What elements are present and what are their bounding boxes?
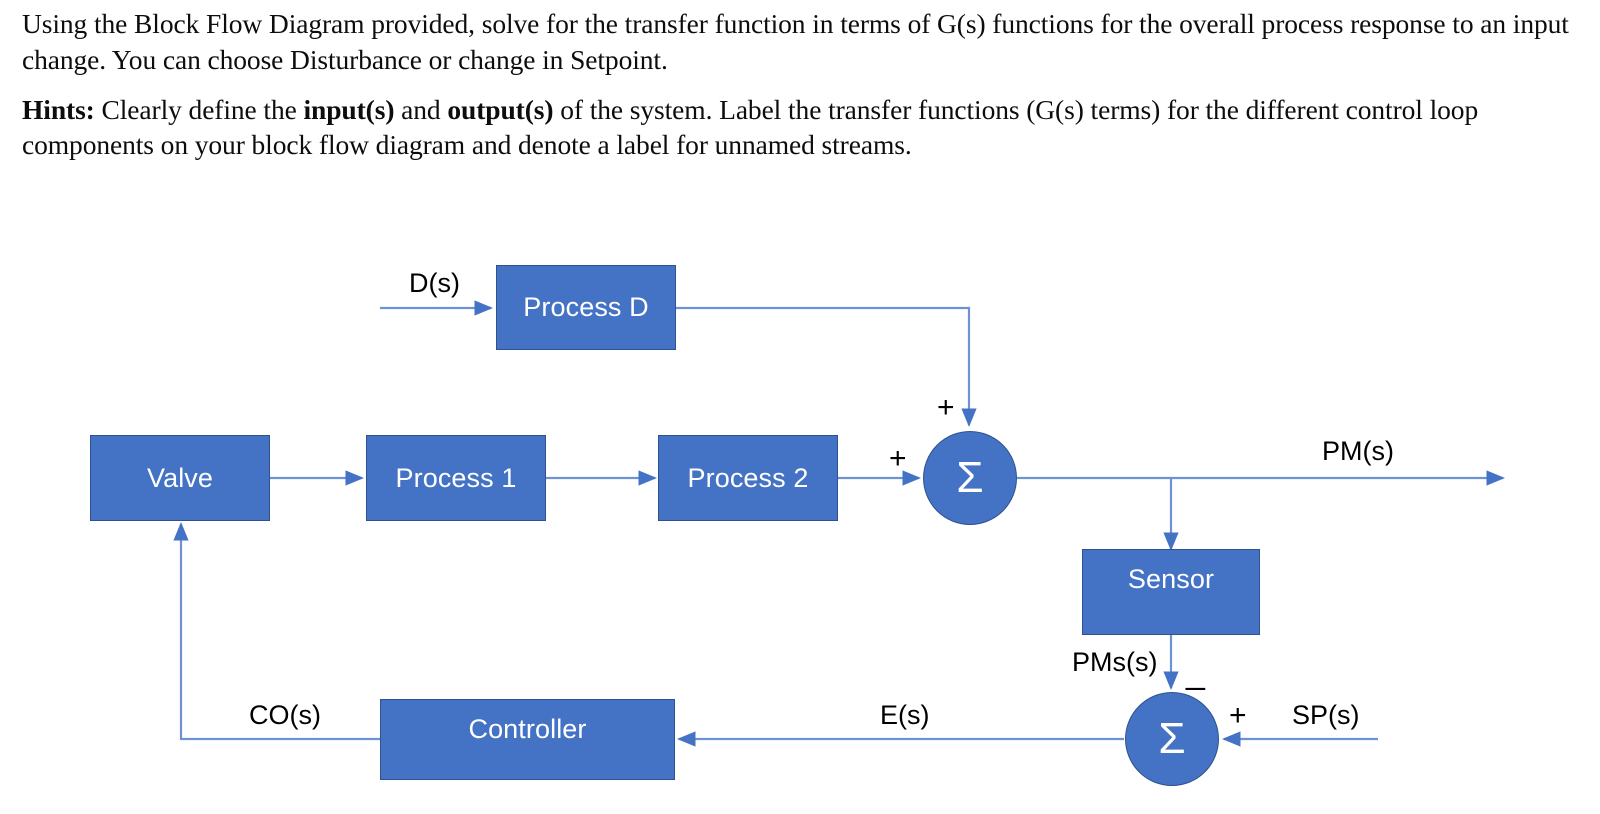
hints-paragraph: Hints: Clearly define the input(s) and o… (22, 92, 1578, 164)
plus-icon: + (1229, 699, 1247, 732)
stream-label-pms-text: PMs(s) (1072, 647, 1158, 677)
sign-minus-sum-bottom: _ (1186, 655, 1205, 689)
sigma-icon: Σ (956, 453, 984, 502)
sign-plus-sum-top-horizontal: + (889, 444, 907, 474)
block-sensor[interactable]: Sensor (1082, 549, 1260, 635)
block-valve-label: Valve (146, 462, 214, 493)
connector-process-d-to-sum-top (676, 306, 977, 427)
block-valve[interactable]: Valve (90, 435, 270, 521)
plus-icon: + (937, 391, 955, 424)
hints-bold-outputs: output(s) (447, 93, 554, 125)
block-controller[interactable]: Controller (380, 699, 675, 780)
stream-label-pms-sensor: PMs(s) (1072, 647, 1157, 678)
stream-label-sp: SP(s) (1292, 700, 1360, 731)
stream-label-co-text: CO(s) (249, 700, 321, 730)
sign-plus-sum-top-vertical: + (937, 393, 955, 423)
connector-controller-to-valve (173, 522, 380, 741)
stream-label-e: E(s) (880, 700, 930, 731)
stream-label-co: CO(s) (249, 700, 321, 731)
block-process-1-label: Process 1 (395, 462, 517, 493)
block-process-d-label: Process D (523, 292, 649, 322)
hints-label: Hints: (22, 93, 95, 125)
hints-text-2: and (394, 93, 448, 125)
minus-icon: _ (1186, 653, 1205, 691)
stream-label-pm-text: PM(s) (1322, 436, 1394, 466)
sum-junction-top[interactable]: Σ (923, 431, 1017, 525)
sum-junction-bottom[interactable]: Σ (1125, 692, 1219, 786)
block-process-d[interactable]: Process D (496, 265, 676, 350)
block-controller-label: Controller (468, 714, 587, 744)
block-process-1[interactable]: Process 1 (366, 435, 546, 521)
block-process-2[interactable]: Process 2 (658, 435, 838, 521)
stream-label-e-text: E(s) (880, 700, 930, 730)
hints-text-1: Clearly define the (94, 93, 304, 125)
stream-label-ds-text: D(s) (409, 268, 460, 298)
block-process-2-label: Process 2 (687, 462, 809, 493)
plus-icon: + (889, 442, 907, 475)
sigma-icon: Σ (1158, 714, 1186, 763)
hints-text-3: of the system. Label the transfer functi… (22, 93, 1479, 161)
hints-bold-inputs: input(s) (303, 93, 395, 125)
problem-statement: Using the Block Flow Diagram provided, s… (22, 6, 1578, 177)
stream-label-sp-text: SP(s) (1292, 700, 1360, 730)
problem-paragraph: Using the Block Flow Diagram provided, s… (22, 8, 1569, 75)
block-sensor-label: Sensor (1127, 564, 1215, 594)
stream-label-pms-output: PM(s) (1322, 436, 1394, 467)
sign-plus-sum-bottom: + (1229, 701, 1247, 731)
stream-label-ds: D(s) (409, 268, 460, 299)
